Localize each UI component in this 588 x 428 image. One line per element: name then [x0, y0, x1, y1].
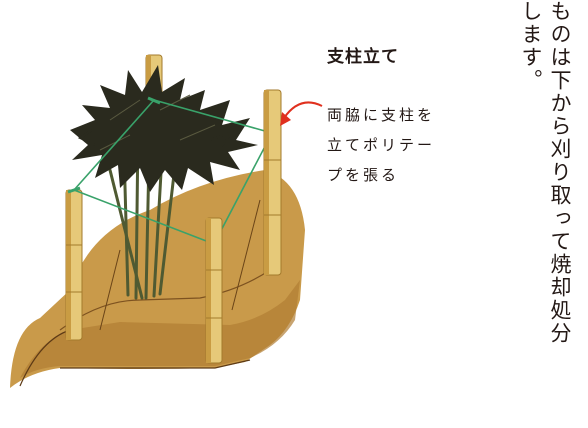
ground-mound	[10, 170, 305, 388]
red-curved-arrow-icon	[280, 101, 323, 126]
stake-front	[205, 217, 223, 364]
caption-title: 支柱立て	[327, 47, 399, 67]
caption-line-3: プを張る	[327, 166, 400, 184]
vertical-text-column-1: ものは下から刈り取って焼却処分	[548, 0, 572, 345]
caption-line-1: 両脇に支柱を	[327, 106, 436, 124]
bamboo-leaf-streaks	[99, 94, 216, 151]
polytape	[67, 96, 281, 248]
bamboo-foliage	[70, 65, 258, 192]
stake-left	[65, 189, 83, 341]
caption-line-2: 立てポリテー	[327, 136, 436, 154]
stake-right	[263, 89, 282, 276]
vertical-text-column-2: します。	[519, 0, 543, 92]
